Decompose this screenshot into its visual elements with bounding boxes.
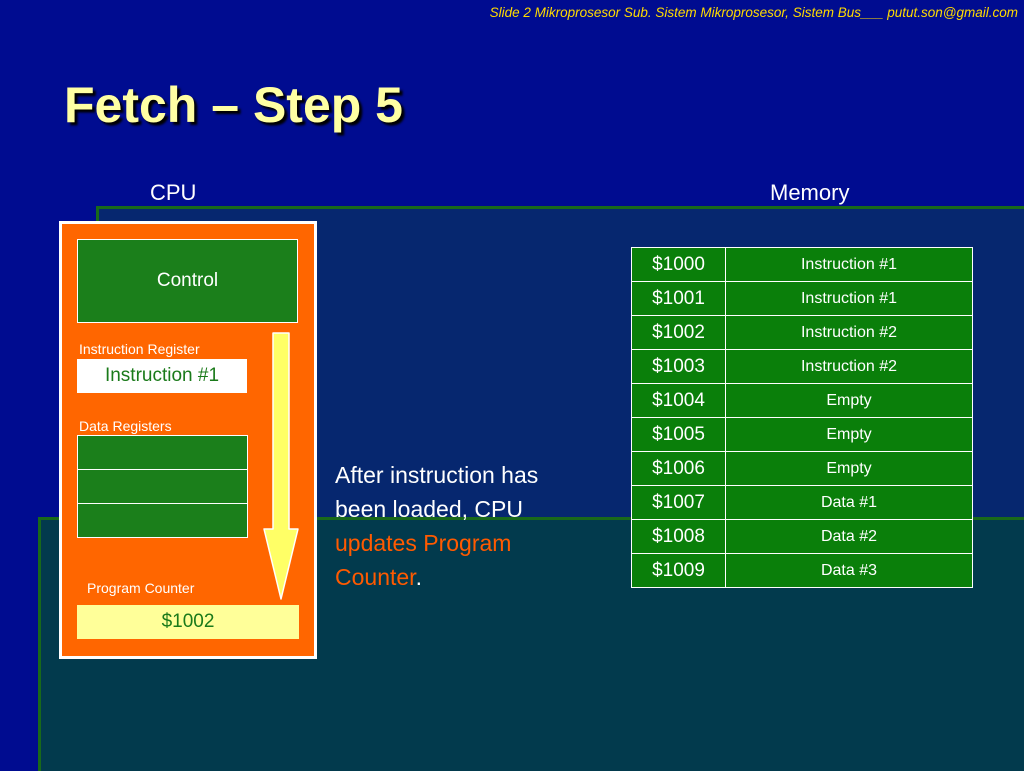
memory-address: $1006 — [631, 451, 726, 486]
memory-address: $1000 — [631, 247, 726, 282]
memory-address: $1004 — [631, 383, 726, 418]
explanation-highlight: updates Program Counter — [335, 530, 512, 590]
memory-address: $1005 — [631, 417, 726, 452]
program-counter-label: Program Counter — [87, 580, 195, 596]
memory-content: Instruction #2 — [725, 315, 973, 350]
data-register — [77, 435, 248, 470]
memory-content: Instruction #2 — [725, 349, 973, 384]
slide-title: Fetch – Step 5 — [64, 77, 403, 133]
memory-content: Empty — [725, 451, 973, 486]
explanation-part-2: . — [415, 564, 422, 590]
slide-header: Slide 2 Mikroprosesor Sub. Sistem Mikrop… — [489, 5, 1018, 20]
memory-address: $1003 — [631, 349, 726, 384]
memory-content: Data #3 — [725, 553, 973, 588]
memory-address: $1008 — [631, 519, 726, 554]
memory-address: $1001 — [631, 281, 726, 316]
down-arrow-shape — [263, 332, 299, 600]
instruction-register: Instruction #1 — [77, 359, 247, 393]
memory-content: Instruction #1 — [725, 281, 973, 316]
memory-address: $1002 — [631, 315, 726, 350]
data-registers-label: Data Registers — [79, 418, 172, 434]
memory-heading: Memory — [770, 180, 850, 205]
memory-content: Data #2 — [725, 519, 973, 554]
memory-content: Data #1 — [725, 485, 973, 520]
program-counter: $1002 — [77, 605, 299, 639]
explanation-part-1: After instruction has been loaded, CPU — [335, 462, 539, 522]
memory-address: $1007 — [631, 485, 726, 520]
cpu-heading: CPU — [150, 180, 197, 205]
memory-content: Instruction #1 — [725, 247, 973, 282]
memory-content: Empty — [725, 417, 973, 452]
memory-content: Empty — [725, 383, 973, 418]
data-register — [77, 469, 248, 504]
explanation-text: After instruction has been loaded, CPU u… — [335, 458, 585, 594]
data-register — [77, 503, 248, 538]
down-arrow-icon — [263, 332, 299, 600]
memory-address: $1009 — [631, 553, 726, 588]
instruction-register-label: Instruction Register — [79, 341, 200, 357]
control-unit: Control — [77, 239, 298, 323]
